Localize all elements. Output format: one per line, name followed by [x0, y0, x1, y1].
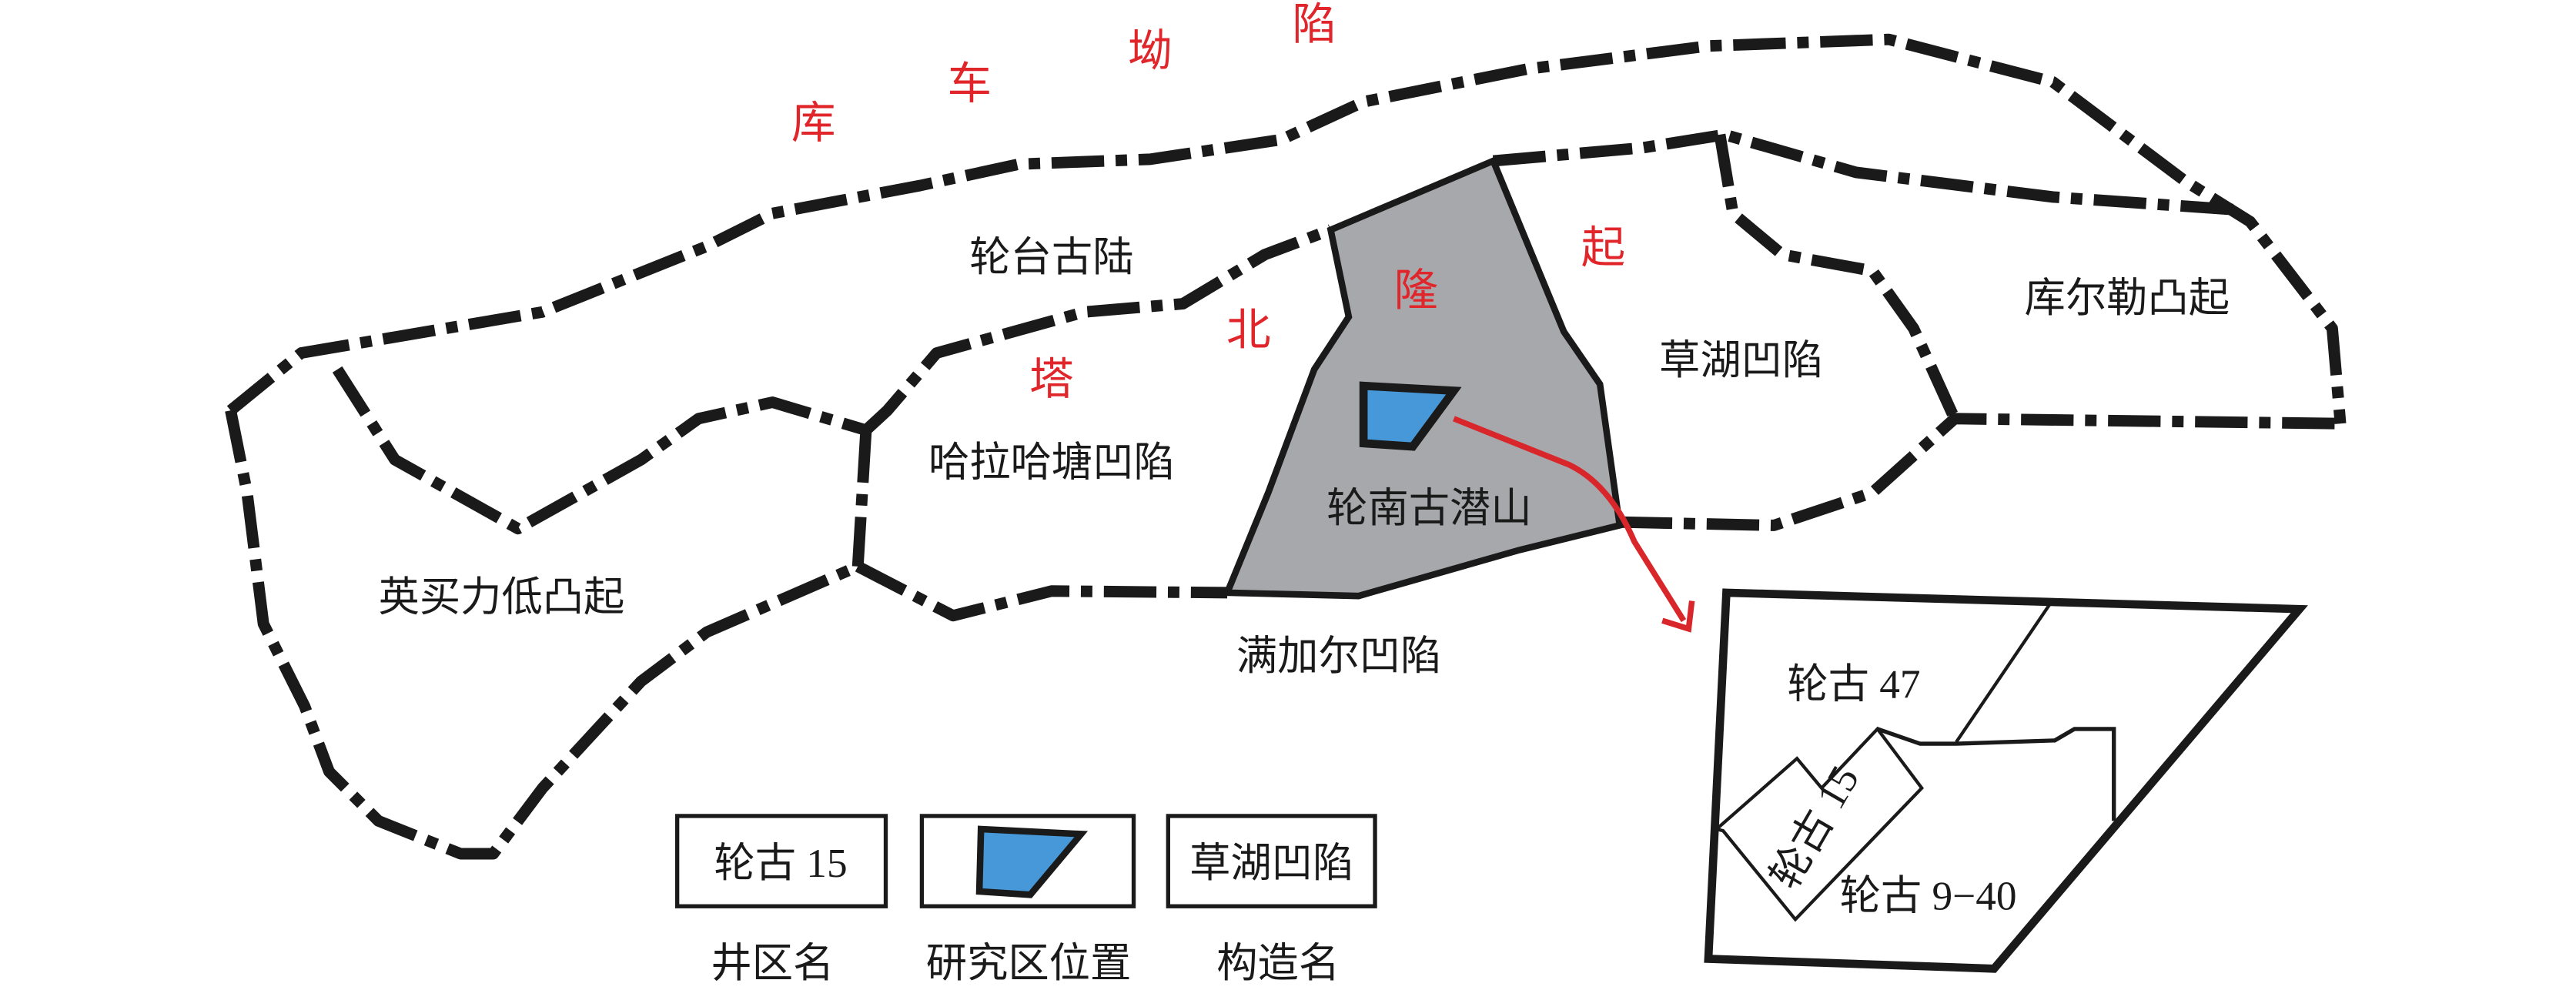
legend-caption-study-area: 研究区位置 [926, 940, 1131, 986]
kuche-char: 陷 [1292, 1, 1337, 49]
inset-block-boundary [1876, 727, 2116, 821]
study-area-marker [1359, 381, 1462, 451]
boundary-luntai-south [861, 224, 1333, 435]
legend-box-well-area [674, 814, 888, 908]
tabei-char: 隆 [1394, 267, 1439, 316]
kuche-char: 车 [947, 60, 992, 109]
label-lunnan: 轮南古潜山 [1326, 485, 1531, 531]
inset-frame [1704, 588, 2308, 973]
label-lungu47: 轮古 47 [1787, 661, 1920, 707]
label-caohu: 草湖凹陷 [1659, 337, 1823, 383]
label-kuerle: 库尔勒凸起 [2025, 275, 2230, 321]
arrow-head-icon [1661, 600, 1695, 633]
tabei-uplift-label: 塔 北 隆 起 [1029, 224, 1625, 404]
boundary-north-east [1492, 129, 2243, 216]
legend-sample-structure: 草湖凹陷 [1189, 840, 1353, 886]
arrow-to-inset [1453, 416, 1687, 623]
legend-study-area-icon [975, 825, 1089, 898]
label-yingmaili: 英买力低凸起 [379, 574, 625, 620]
legend-box-structure [1166, 814, 1377, 908]
kuche-char: 坳 [1128, 27, 1173, 75]
boundary-south-east [1619, 413, 2341, 531]
legend-caption-well-area: 井区名 [711, 940, 834, 986]
legend-sample-well-area: 轮古 15 [714, 840, 847, 886]
boundary-manjiaer-north [855, 561, 1228, 622]
tabei-char: 北 [1226, 306, 1271, 355]
inset-divider [1955, 603, 2052, 744]
kuche-char: 库 [791, 99, 836, 148]
boundary-north [226, 33, 2347, 424]
inset-map: 轮古 47 轮古 9−40 轮古 15 [1704, 588, 2308, 973]
lungu15-block [1713, 726, 1925, 922]
tabei-char: 起 [1581, 224, 1626, 273]
label-lungu940: 轮古 9−40 [1840, 872, 2017, 918]
boundary-halahatang-west [851, 430, 872, 567]
legend-caption-structure: 构造名 [1216, 940, 1340, 986]
label-halahatang: 哈拉哈塘凹陷 [928, 439, 1175, 485]
boundary-west [225, 409, 861, 860]
tabei-char: 塔 [1029, 356, 1074, 404]
boundary-caohu-west [1714, 133, 1960, 421]
lunnan-buried-hill-area [1222, 156, 1624, 600]
label-manjiaer: 满加尔凹陷 [1236, 633, 1441, 679]
legend: 轮古 15 草湖凹陷 井区名 研究区位置 构造名 [674, 814, 1377, 986]
boundary-yingmaili-inner [332, 366, 868, 535]
kuche-depression-label: 库 车 坳 陷 [791, 1, 1337, 148]
label-luntai: 轮台古陆 [969, 234, 1133, 280]
